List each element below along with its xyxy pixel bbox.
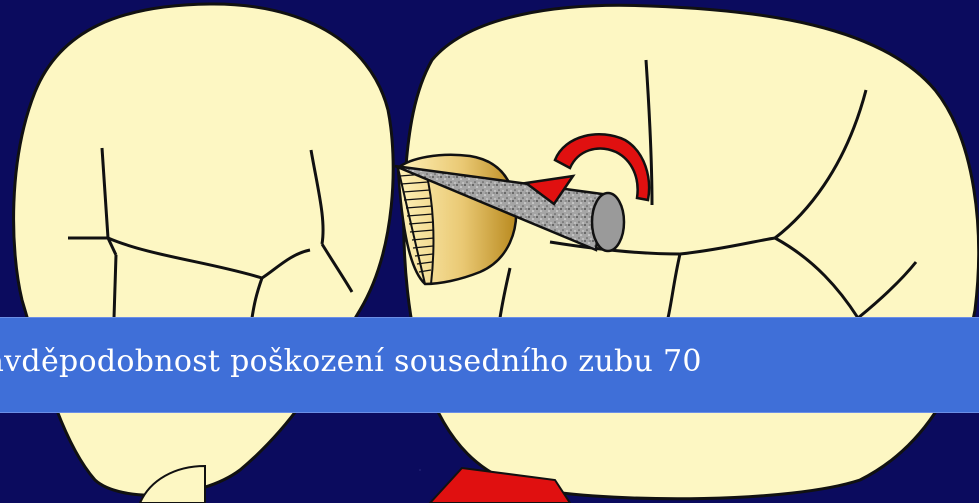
caption-banner: avděpodobnost poškození sousedního zubu …	[0, 317, 979, 413]
caption-text: avděpodobnost poškození sousedního zubu …	[0, 344, 702, 379]
